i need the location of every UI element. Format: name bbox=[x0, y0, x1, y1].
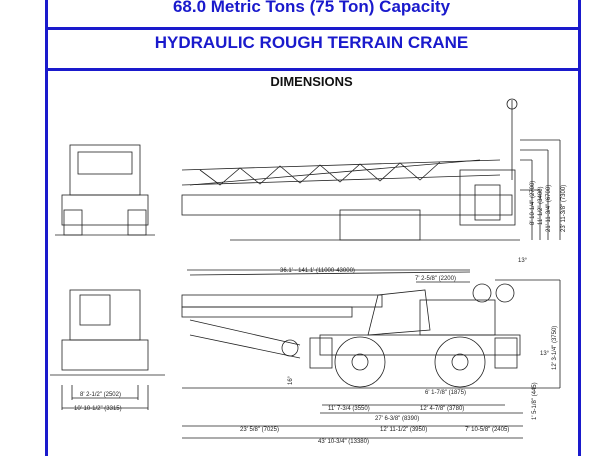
dim-outrigger-span: 27' 6-3/8" (8390) bbox=[375, 416, 419, 422]
section-heading: DIMENSIONS bbox=[270, 74, 353, 89]
dim-side-height-3: 21' 11-3/4" (6700) bbox=[546, 185, 552, 232]
side-view-working bbox=[181, 269, 561, 439]
side-view-travel bbox=[181, 98, 561, 241]
dim-boom-angle: 13° bbox=[518, 258, 528, 264]
dim-side-height-2: 11' 1/2" (3400) bbox=[538, 186, 544, 225]
dim-overall-height: 12' 3-1/4" (3750) bbox=[552, 326, 558, 370]
dim-side-height-4: 23' 11-3/8" (7300) bbox=[561, 185, 567, 232]
dim-rear-angle: 13° bbox=[540, 351, 550, 357]
dim-rear-overhang: 7' 10-5/8" (2405) bbox=[465, 427, 509, 433]
front-view-working bbox=[50, 289, 165, 410]
capacity-title: 68.0 Metric Tons (75 Ton) Capacity bbox=[172, 0, 451, 16]
dim-track-width: 8' 2-1/2" (2502) bbox=[80, 392, 121, 398]
dim-outrigger-width: 10' 10-1/2" (3315) bbox=[74, 406, 122, 412]
dim-boom-length: 36.1' - 141.1' (11000-43000) bbox=[280, 268, 355, 274]
dim-cab-offset: 7' 2-5/8" (2200) bbox=[415, 276, 456, 282]
front-view-travel bbox=[55, 144, 155, 236]
dim-front-clearance: 16° bbox=[288, 375, 294, 385]
divider bbox=[45, 68, 578, 71]
dim-front-axle: 11' 7-3/4 (3550) bbox=[328, 406, 370, 412]
divider bbox=[45, 27, 578, 30]
dim-overall-length: 43' 10-3/4" (13380) bbox=[318, 439, 369, 445]
product-title: HYDRAULIC ROUGH TERRAIN CRANE bbox=[154, 33, 469, 52]
dim-side-height-1: 8' 10-1/4" (2700) bbox=[530, 181, 536, 225]
dim-wheelbase: 12' 11-1/2" (3950) bbox=[380, 427, 427, 433]
dim-rear-axle: 12' 4-7/8" (3780) bbox=[420, 406, 464, 412]
dim-ground-clearance: 1' 5-1/8" (445) bbox=[532, 382, 538, 420]
dim-front-overhang: 23' 5/8" (7025) bbox=[240, 427, 279, 433]
dim-wheel-offset: 6' 1-7/8" (1875) bbox=[425, 390, 466, 396]
page-frame bbox=[45, 0, 581, 456]
